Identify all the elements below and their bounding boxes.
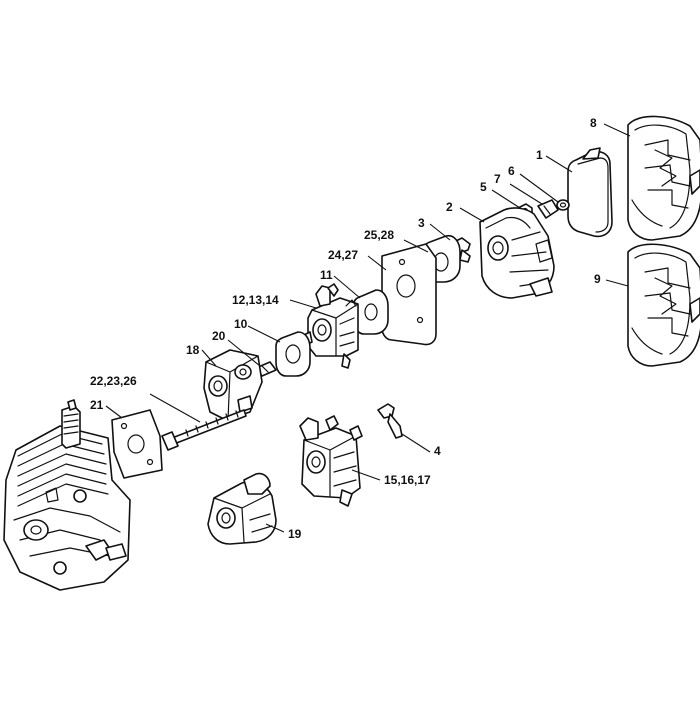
leader-10 [247,325,281,343]
callout-5: 5 [480,180,487,194]
part-21-gasket [111,409,163,479]
part-1-filter-element [567,147,613,238]
leader-3 [429,223,451,241]
leader-21 [105,405,123,419]
callout-18: 18 [186,343,200,357]
callout-12-13-14: 12,13,14 [232,293,279,307]
part-15-16-17-carburetor [299,415,363,507]
callout-1: 1 [536,148,543,162]
leader-5 [491,189,521,209]
leader-12 [289,299,317,309]
callout-4: 4 [434,444,441,458]
callout-9: 9 [594,272,601,286]
part-12-13-14-carburetor [301,283,359,369]
callout-8: 8 [590,116,597,130]
leader-18 [201,349,217,367]
callout-7: 7 [494,172,501,186]
callout-11: 11 [320,268,333,282]
leader-4 [401,433,431,453]
part-22-23-26-screw [161,409,247,451]
leader-2 [459,207,485,223]
leader-25 [403,239,429,253]
part-24-27-baffle-plate [381,243,437,346]
part-8-filter-cover [627,115,700,241]
callout-3: 3 [418,216,425,230]
callout-2: 2 [446,200,453,214]
part-9-filter-cover [627,243,700,367]
leader-24 [367,255,387,271]
part-11-gasket [353,289,389,335]
callout-20: 20 [212,329,226,343]
leader-1 [545,155,573,173]
callout-25-28: 25,28 [364,228,394,242]
leader-9 [605,279,629,287]
leader-8 [603,123,631,137]
part-7-sleeve [537,199,559,219]
part-2-filter-base [479,207,555,299]
callout-22-23-26: 22,23,26 [90,374,137,388]
leader-19 [265,523,285,533]
callout-6: 6 [508,164,515,178]
part-10-gasket [275,331,311,377]
callout-21: 21 [90,398,104,412]
callout-24-27: 24,27 [328,248,358,262]
engine-block [3,399,131,591]
part-6-washer [556,199,570,211]
leader-7 [509,183,543,205]
callout-19: 19 [288,527,302,541]
leader-15 [351,469,381,481]
part-18-intake-manifold [203,349,263,421]
callout-10: 10 [234,317,248,331]
callout-15-16-17: 15,16,17 [384,473,431,487]
leader-11 [333,275,361,299]
callouts: 1 2 3 4 5 6 7 8 9 10 11 12,13,14 15,16,1… [90,116,601,541]
leader-lines [105,123,631,533]
leader-6 [519,173,559,203]
leader-22 [149,393,201,423]
part-19-intake-manifold [207,472,277,545]
part-4-clip [377,403,403,439]
leader-20 [227,339,261,367]
